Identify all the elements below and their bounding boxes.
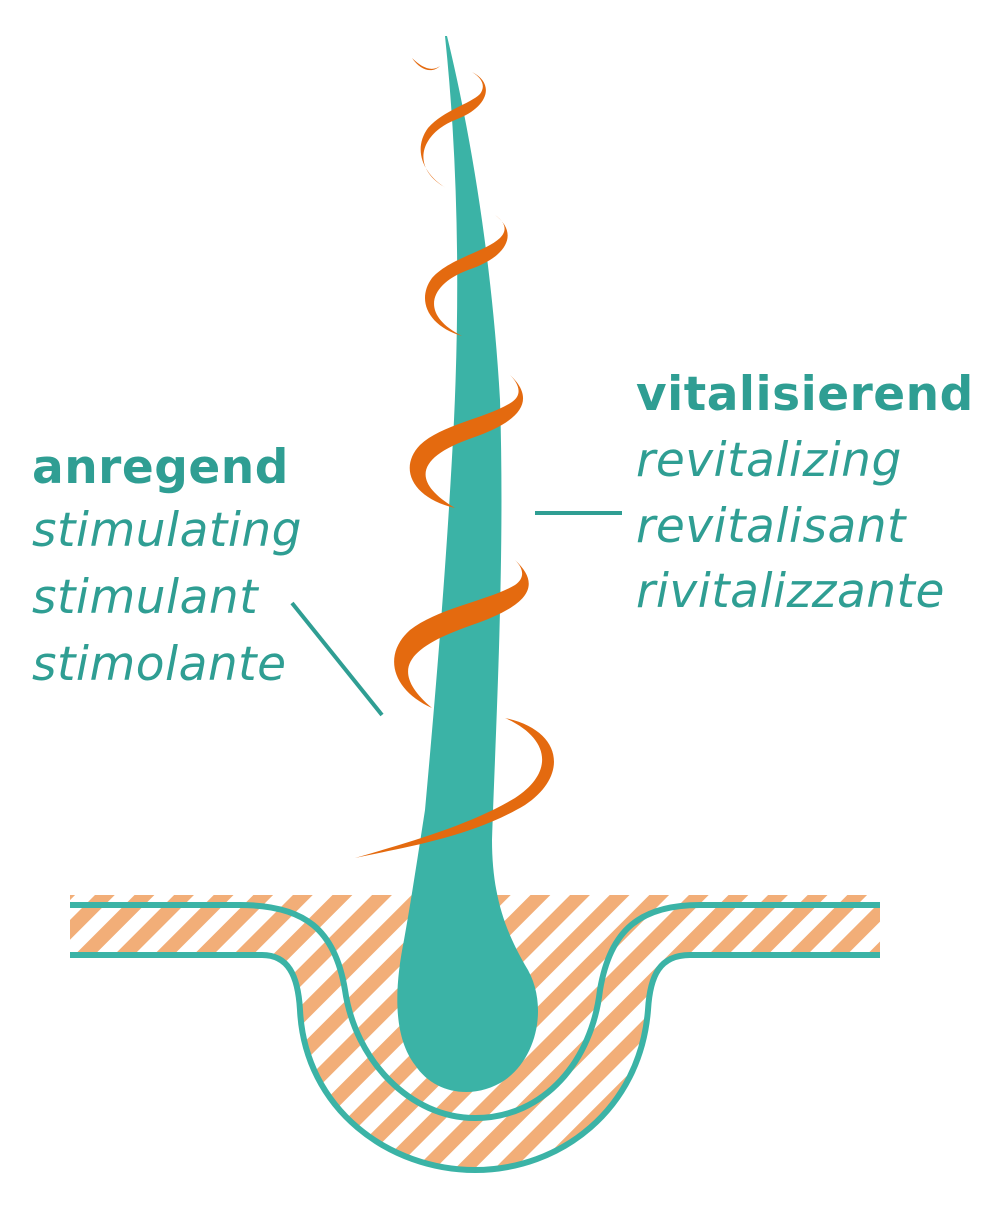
right-label-line: rivitalizzante — [636, 564, 945, 619]
left-label: anregend stimulating stimulant stimolant… — [32, 440, 302, 692]
spiral-turn-4 — [394, 560, 529, 708]
hair-strand-icon — [397, 36, 539, 1092]
spiral-turn-1 — [420, 72, 486, 188]
right-label: vitalisierend revitalizing revitalisant … — [636, 367, 974, 619]
left-connector-line — [290, 601, 384, 717]
spiral-turn-5 — [355, 718, 554, 858]
left-label-line: stimulating — [32, 503, 302, 558]
skin-outer-line — [70, 952, 880, 1174]
right-label-line: revitalisant — [636, 499, 907, 554]
spiral-turn-2 — [424, 215, 508, 336]
right-label-line: revitalizing — [636, 433, 902, 488]
left-label-title: anregend — [32, 440, 289, 495]
left-label-line: stimulant — [32, 570, 259, 625]
spiral-turn-3 — [409, 375, 524, 508]
follicle-inner-line — [70, 902, 880, 1122]
spiral-tip-top — [412, 58, 440, 71]
left-label-line: stimolante — [32, 637, 287, 692]
right-label-title: vitalisierend — [636, 367, 974, 422]
spiral-icon — [355, 58, 554, 858]
